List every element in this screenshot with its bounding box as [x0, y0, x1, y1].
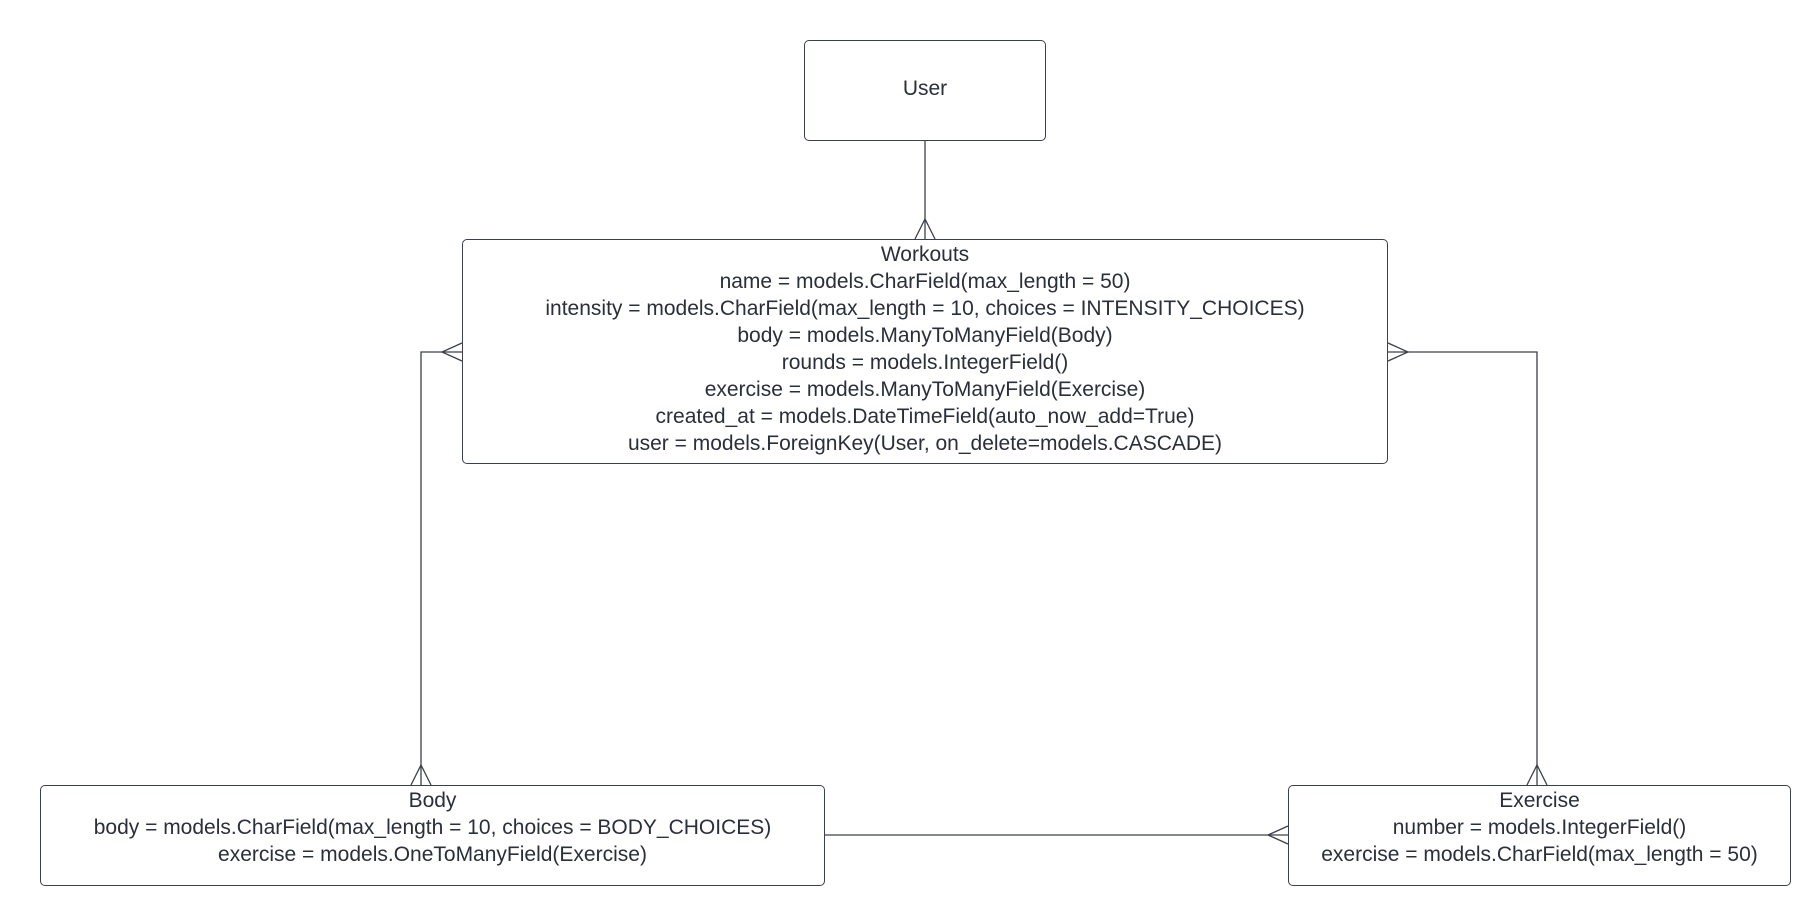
connector-workouts-exercise [1388, 351, 1538, 785]
entity-field: exercise = models.ManyToManyField(Exerci… [704, 378, 1146, 401]
entity-field-list: body = models.CharField(max_length = 10,… [41, 814, 824, 868]
entity-field: created_at = models.DateTimeField(auto_n… [655, 405, 1195, 428]
entity-title: User [902, 77, 948, 100]
entity-field: rounds = models.IntegerField() [781, 351, 1069, 374]
crowfoot-many-workouts-right [1387, 342, 1410, 362]
entity-field: intensity = models.CharField(max_length … [545, 297, 1305, 320]
entity-field-list: number = models.IntegerField() exercise … [1289, 814, 1790, 868]
crowfoot-many-body-top [410, 763, 432, 786]
crowfoot-many-workouts-top [914, 217, 936, 240]
entity-body[interactable]: Body body = models.CharField(max_length … [40, 785, 825, 886]
entity-workouts[interactable]: Workouts name = models.CharField(max_len… [462, 239, 1388, 464]
entity-field: body = models.CharField(max_length = 10,… [93, 816, 772, 839]
entity-field: name = models.CharField(max_length = 50) [719, 270, 1131, 293]
entity-title: Body [408, 789, 457, 812]
entity-field-list: name = models.CharField(max_length = 50)… [463, 268, 1387, 457]
entity-field: number = models.IntegerField() [1392, 816, 1687, 839]
entity-field: exercise = models.CharField(max_length =… [1321, 843, 1758, 866]
connector-workouts-body [420, 351, 462, 785]
crowfoot-many-exercise-top [1526, 763, 1548, 786]
crowfoot-many-workouts-left [440, 342, 463, 362]
entity-user[interactable]: User [804, 40, 1046, 141]
crowfoot-many-exercise-left [1266, 825, 1289, 845]
entity-field: user = models.ForeignKey(User, on_delete… [627, 432, 1223, 455]
entity-title: Exercise [1499, 789, 1580, 812]
entity-title: Workouts [880, 243, 970, 266]
entity-exercise[interactable]: Exercise number = models.IntegerField() … [1288, 785, 1791, 886]
entity-field: body = models.ManyToManyField(Body) [737, 324, 1113, 347]
entity-field: exercise = models.OneToManyField(Exercis… [218, 843, 647, 866]
